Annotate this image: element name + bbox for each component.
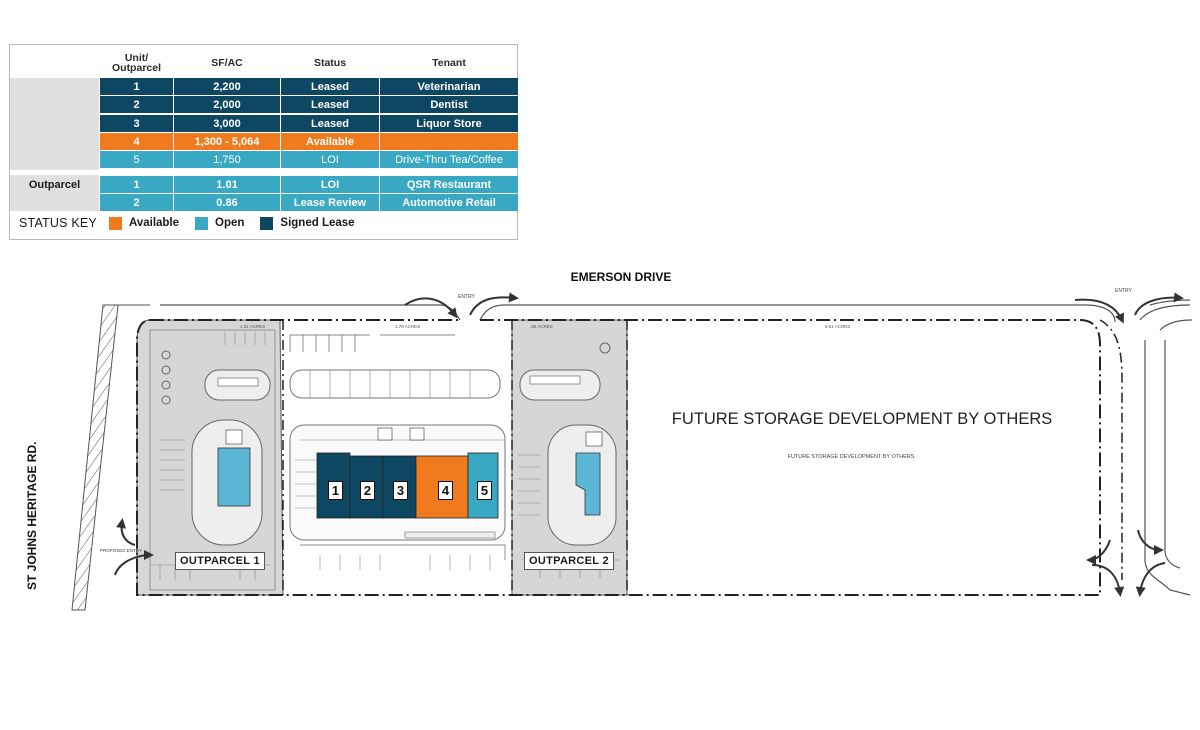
future-storage-title: FUTURE STORAGE DEVELOPMENT BY OTHERS — [672, 410, 1053, 428]
unit-3-label: 3 — [393, 481, 408, 500]
outparcel-cell-status: LOI — [281, 176, 379, 193]
entry-arrow-out — [469, 292, 519, 316]
unit-1-label: 1 — [328, 481, 343, 500]
table-cell-size: 3,000 — [174, 115, 280, 132]
swatch-signed — [260, 216, 274, 230]
table-gray-side — [10, 78, 99, 170]
outparcel-1-building — [217, 447, 251, 507]
outparcel-1-tag: OUTPARCEL 1 — [175, 552, 265, 570]
table-cell-unit: 4 — [100, 133, 173, 150]
table-cell-status: Leased — [281, 96, 379, 113]
swatch-open — [195, 216, 209, 230]
outparcel-cell-size: 0.86 — [174, 194, 280, 211]
table-cell-unit: 2 — [100, 96, 173, 113]
outparcel-cell-unit: 1 — [100, 176, 173, 193]
outparcel-2-tag: OUTPARCEL 2 — [524, 552, 614, 570]
acres-center: 1.79 ACRES — [395, 324, 420, 329]
acres-op1: 1.01 ACRES — [240, 324, 265, 329]
outparcel-cell-unit: 2 — [100, 194, 173, 211]
table-cell-tenant: Drive-Thru Tea/Coffee — [380, 151, 518, 168]
acres-op2: .86 ACRES — [530, 324, 553, 329]
unit-4-label: 4 — [438, 481, 453, 500]
proposed-entry-label: PROPOSED ENTRY — [100, 548, 142, 553]
future-storage-subtitle: FUTURE STORAGE DEVELOPMENT BY OTHERS — [788, 454, 915, 460]
table-cell-unit: 5 — [100, 151, 173, 168]
table-cell-size: 1,300 - 5,064 — [174, 133, 280, 150]
key-available: Available — [128, 217, 180, 229]
entry-arrow-in — [404, 297, 458, 319]
entry-label-2: ENTRY — [1115, 288, 1133, 294]
table-cell-status: Leased — [281, 78, 379, 95]
outparcel-cell-status: Lease Review — [281, 194, 379, 211]
table-cell-status: Available — [281, 133, 379, 150]
outparcel-2-building — [575, 452, 601, 516]
table-cell-size: 1,750 — [174, 151, 280, 168]
unit-5-label: 5 — [477, 481, 492, 500]
table-cell-status: Leased — [281, 115, 379, 132]
table-cell-tenant — [380, 133, 518, 150]
table-cell-tenant: Veterinarian — [380, 78, 518, 95]
table-cell-status: LOI — [281, 151, 379, 168]
road-st-johns: ST JOHNS HERITAGE RD. — [25, 442, 39, 590]
outparcel-label: Outparcel — [28, 178, 81, 191]
outparcel-cell-size: 1.01 — [174, 176, 280, 193]
entry-label-1: ENTRY — [458, 294, 476, 300]
status-key: STATUS KEY Available Open Signed Lease — [19, 216, 355, 230]
acres-future: 5.61 ACRES — [825, 324, 850, 329]
header-tenant: Tenant — [432, 57, 466, 69]
header-status: Status — [313, 57, 347, 69]
site-plan: EMERSON DRIVE ST JOHNS HERITAGE RD. FUTU… — [0, 260, 1200, 640]
table-outparcel-side — [10, 175, 99, 211]
outparcel-cell-tenant: QSR Restaurant — [380, 176, 518, 193]
table-cell-tenant: Dentist — [380, 96, 518, 113]
unit-2-label: 2 — [360, 481, 375, 500]
key-open: Open — [215, 217, 245, 229]
header-unit: Unit/ Outparcel — [111, 52, 161, 74]
header-size: SF/AC — [211, 57, 243, 69]
table-cell-size: 2,200 — [174, 78, 280, 95]
table-cell-unit: 3 — [100, 115, 173, 132]
table-cell-size: 2,000 — [174, 96, 280, 113]
table-cell-unit: 1 — [100, 78, 173, 95]
site-plan-drawing: EMERSON DRIVE ST JOHNS HERITAGE RD. FUTU… — [25, 270, 1193, 611]
road-hatch — [71, 304, 119, 611]
table-cell-tenant: Liquor Store — [380, 115, 518, 132]
property-boundary — [136, 319, 1101, 596]
key-signed: Signed Lease — [280, 217, 355, 229]
road-emerson: EMERSON DRIVE — [571, 270, 672, 284]
status-key-title: STATUS KEY — [19, 216, 97, 230]
swatch-available — [108, 216, 122, 230]
outparcel-cell-tenant: Automotive Retail — [380, 194, 518, 211]
